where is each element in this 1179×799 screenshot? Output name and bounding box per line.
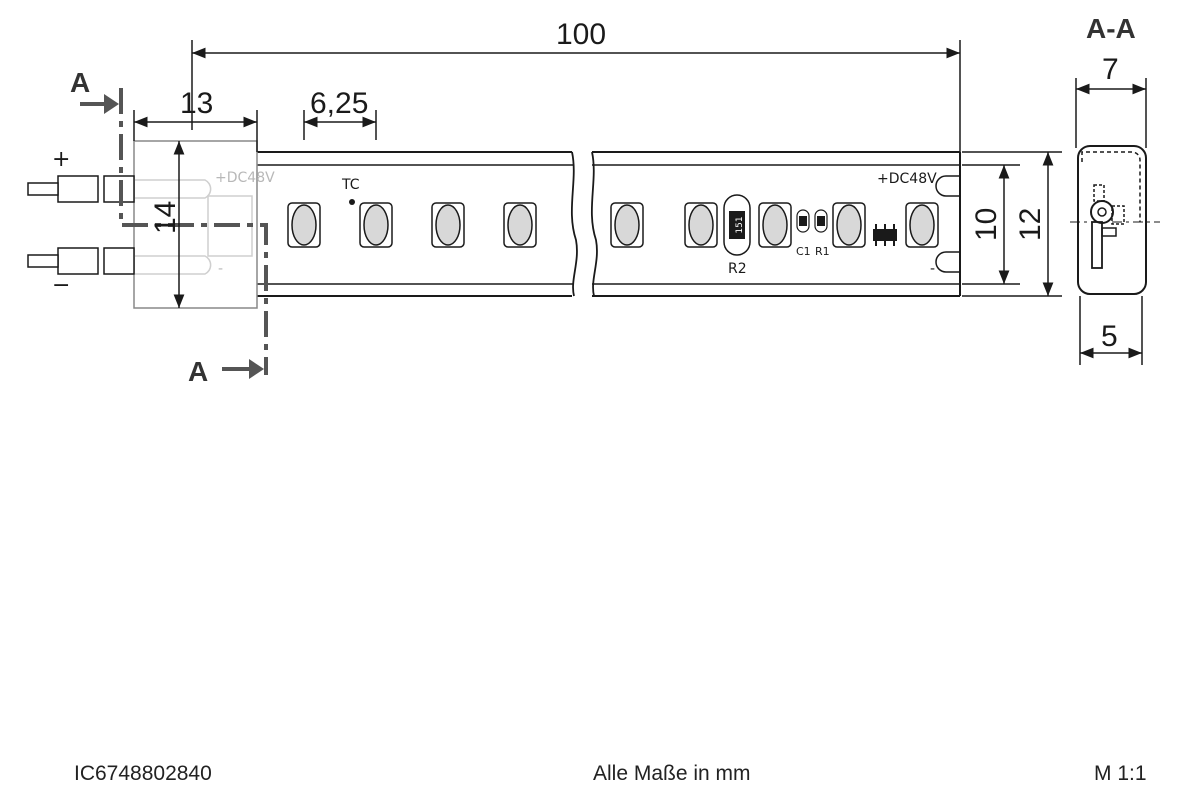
minus-label: − — [52, 273, 70, 298]
section-view — [1070, 78, 1160, 365]
connector-minus-label: - — [218, 261, 223, 277]
connector-dc48v-label: +DC48V — [215, 170, 275, 186]
led — [684, 202, 718, 248]
plus-label: + — [52, 147, 70, 172]
dim-12: 12 — [1014, 208, 1047, 241]
c1-label: C1 — [796, 245, 811, 258]
dim-10: 10 — [970, 208, 1003, 241]
scale-note: M 1:1 — [1094, 762, 1147, 785]
led — [905, 202, 939, 248]
dim-13: 13 — [180, 87, 213, 120]
end-minus-label: - — [930, 261, 935, 277]
ic-chip — [873, 224, 897, 246]
section-marker-top: A — [70, 67, 90, 98]
led — [359, 202, 393, 248]
led — [503, 202, 537, 248]
resistor-r2: 151 — [723, 194, 751, 256]
led — [610, 202, 644, 248]
r2-code: 151 — [735, 216, 745, 233]
led — [832, 202, 866, 248]
section-title: A-A — [1086, 13, 1136, 44]
tc-dot — [349, 199, 355, 205]
drawing-id: IC6748802840 — [74, 762, 212, 785]
dim-100: 100 — [556, 18, 606, 51]
r2-label: R2 — [728, 261, 747, 277]
led — [431, 202, 465, 248]
dim-14: 14 — [149, 201, 182, 234]
dim-7: 7 — [1102, 53, 1119, 86]
resistor-r1 — [814, 209, 828, 233]
led-row — [287, 202, 939, 248]
section-line — [119, 88, 268, 375]
capacitor-c1 — [796, 209, 810, 233]
units-note: Alle Maße in mm — [593, 762, 751, 785]
dim-5: 5 — [1101, 320, 1118, 353]
dim-625: 6,25 — [310, 87, 368, 120]
led — [287, 202, 321, 248]
r1-label: R1 — [815, 245, 830, 258]
section-arrow-top — [80, 94, 119, 114]
led-strip — [257, 151, 961, 297]
section-arrow-bottom — [222, 359, 264, 379]
end-dc48v-label: +DC48V — [877, 171, 937, 187]
section-marker-bottom: A — [188, 356, 208, 387]
led — [758, 202, 792, 248]
tc-label: TC — [341, 177, 360, 193]
